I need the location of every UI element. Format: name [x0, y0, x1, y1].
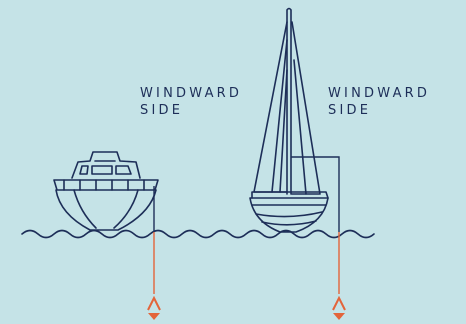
sailboat-mast [286, 7, 292, 195]
windward-label-left-line2: SIDE [140, 103, 184, 118]
windward-label-left-line1: WINDWARD [140, 86, 243, 101]
windward-label-right-line2: SIDE [328, 103, 372, 118]
sailboat-hull [249, 197, 329, 233]
motorboat-deck [53, 179, 159, 191]
motorboat-icon [53, 151, 159, 231]
motorboat-cabin [71, 151, 141, 179]
windward-label-right-line1: WINDWARD [328, 86, 431, 101]
motorboat-hull [55, 189, 157, 231]
windward-label-left: WINDWARD SIDE [140, 85, 242, 119]
anchor-icon [147, 295, 161, 320]
windward-label-right: WINDWARD SIDE [328, 85, 430, 119]
water-waves [21, 229, 375, 239]
right-leader-line [291, 156, 340, 232]
sailboat-icon [249, 7, 329, 233]
anchor-icon [332, 295, 346, 320]
